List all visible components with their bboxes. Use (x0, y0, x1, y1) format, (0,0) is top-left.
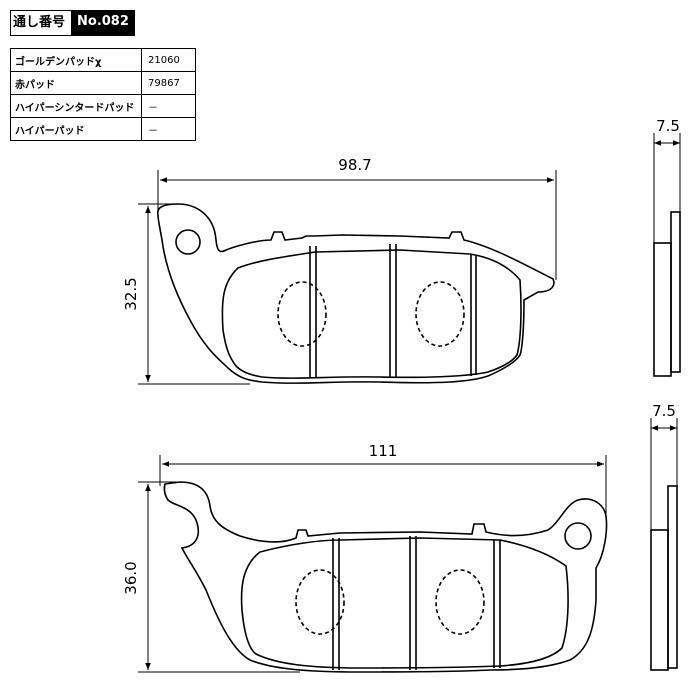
table-row: ハイパーパッド － (10, 117, 196, 141)
upper-width-label: 98.7 (338, 156, 371, 174)
lower-height-dimension (138, 481, 300, 673)
table-row: ハイパーシンタードパッド － (10, 94, 196, 118)
serial-number-value: No.082 (71, 10, 135, 36)
upper-brake-pad (156, 203, 555, 384)
serial-number-header: 通し番号 No.082 (10, 10, 135, 36)
pad-part-number: － (141, 94, 196, 118)
lower-width-label: 111 (369, 442, 398, 460)
table-row: ゴールデンパッドχ 21060 (10, 48, 196, 72)
lower-pad-friction-material (240, 537, 569, 669)
upper-height-dimension (138, 203, 250, 385)
lower-pad-piston-mark (295, 569, 345, 635)
upper-pad-mount-hole (175, 229, 201, 255)
upper-pad-piston-mark (415, 281, 465, 347)
lower-width-dimension (159, 455, 607, 520)
pad-type-name: ハイパーシンタードパッド (10, 94, 142, 118)
lower-pad-side-view (650, 418, 678, 671)
lower-pad-piston-mark (435, 569, 485, 635)
pad-part-number: 79867 (141, 71, 196, 95)
upper-pad-side-view (653, 133, 681, 377)
lower-thickness-label: 7.5 (652, 402, 676, 420)
upper-pad-friction-material (221, 249, 522, 379)
upper-width-dimension (157, 170, 557, 280)
upper-pad-backing-plate (156, 203, 555, 384)
serial-number-label: 通し番号 (10, 10, 72, 36)
pad-part-number: － (141, 117, 196, 141)
lower-pad-mount-hole (564, 522, 592, 550)
upper-pad-piston-mark (277, 281, 327, 347)
pad-type-name: ハイパーパッド (10, 117, 142, 141)
lower-pad-backing-plate (163, 481, 608, 673)
lower-brake-pad (163, 481, 608, 673)
pad-spec-table: ゴールデンパッドχ 21060 赤パッド 79867 ハイパーシンタードパッド … (10, 48, 196, 141)
lower-height-label: 36.0 (122, 561, 140, 594)
pad-type-name: ゴールデンパッドχ (10, 48, 142, 72)
upper-height-label: 32.5 (122, 277, 140, 310)
upper-thickness-label: 7.5 (656, 117, 680, 135)
